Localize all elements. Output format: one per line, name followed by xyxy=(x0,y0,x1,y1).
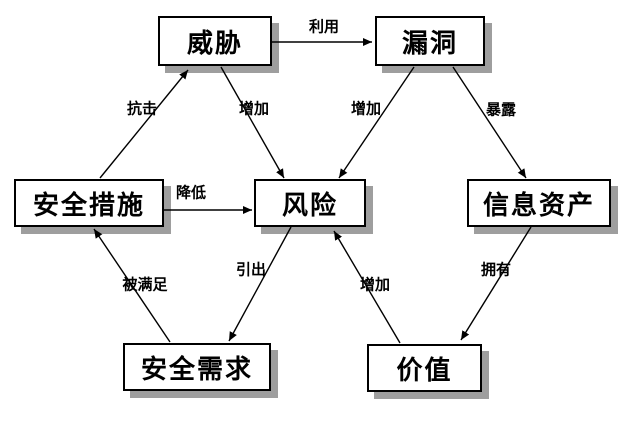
edge-label-increase-vulnerability: 增加 xyxy=(350,100,382,118)
edge-threat-risk xyxy=(220,66,285,179)
edge-label-increase-value: 增加 xyxy=(359,276,391,294)
edge-measures-threat xyxy=(99,69,189,179)
edge-label-own: 拥有 xyxy=(480,261,512,279)
edge-label-lead-to: 引出 xyxy=(235,261,267,279)
edge-label-resist: 抗击 xyxy=(126,100,158,118)
edge-vulnerability-assets xyxy=(452,66,527,179)
node-value: 价值 xyxy=(367,344,482,392)
node-information-assets: 信息资产 xyxy=(467,179,611,227)
edge-label-expose: 暴露 xyxy=(485,101,517,119)
edge-label-exploit: 利用 xyxy=(308,18,340,36)
edge-label-reduce: 降低 xyxy=(175,184,207,202)
edge-assets-value xyxy=(460,226,532,341)
edge-value-risk xyxy=(333,230,401,344)
node-threat: 威胁 xyxy=(158,16,272,66)
edge-risk-requirements xyxy=(228,226,292,342)
node-security-measures: 安全措施 xyxy=(14,179,164,227)
node-security-requirements: 安全需求 xyxy=(123,343,271,391)
edge-vulnerability-risk xyxy=(338,66,415,179)
edge-label-satisfied-by: 被满足 xyxy=(122,276,168,294)
node-vulnerability: 漏洞 xyxy=(375,16,485,66)
edge-label-increase-threat: 增加 xyxy=(238,100,270,118)
edge-requirements-measures xyxy=(93,228,171,343)
node-risk: 风险 xyxy=(254,179,366,227)
